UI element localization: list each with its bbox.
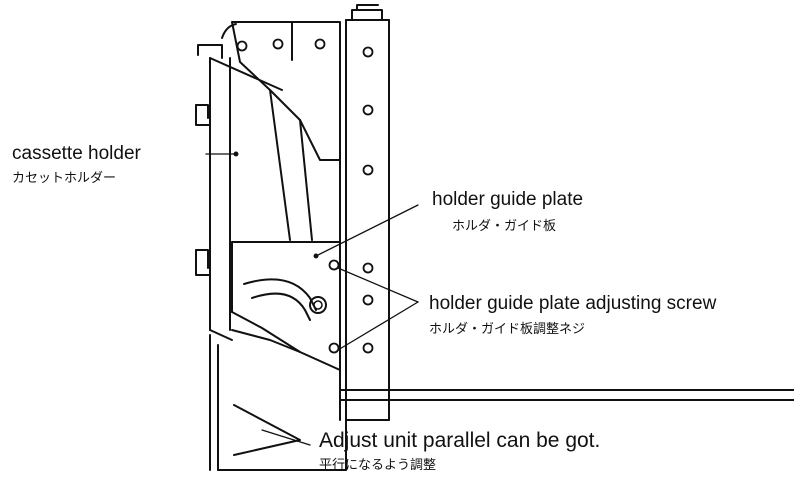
cassette-holder-label: cassette holder — [12, 143, 141, 164]
adjust-parallel-label: Adjust unit parallel can be got. — [319, 429, 601, 452]
leader-lines — [205, 151, 419, 446]
adjust-parallel-label-jp: 平行になるよう調整 — [319, 458, 437, 473]
holder-guide-plate-label-jp: ホルダ・ガイド板 — [452, 219, 557, 234]
adjusting-screw-label: holder guide plate adjusting screw — [429, 293, 717, 314]
cassette-holder-label-jp: カセットホルダー — [12, 171, 117, 186]
bottom-wedge — [217, 404, 347, 471]
adjusting-screw-label-jp: ホルダ・ガイド板調整ネジ — [429, 322, 586, 337]
upper-bracket — [221, 21, 341, 241]
lower-guide-block — [231, 241, 341, 371]
rail-holes — [362, 46, 374, 354]
cassette-holder-body — [195, 44, 283, 471]
holder-guide-plate-label: holder guide plate — [432, 189, 584, 210]
right-rail — [339, 4, 794, 471]
